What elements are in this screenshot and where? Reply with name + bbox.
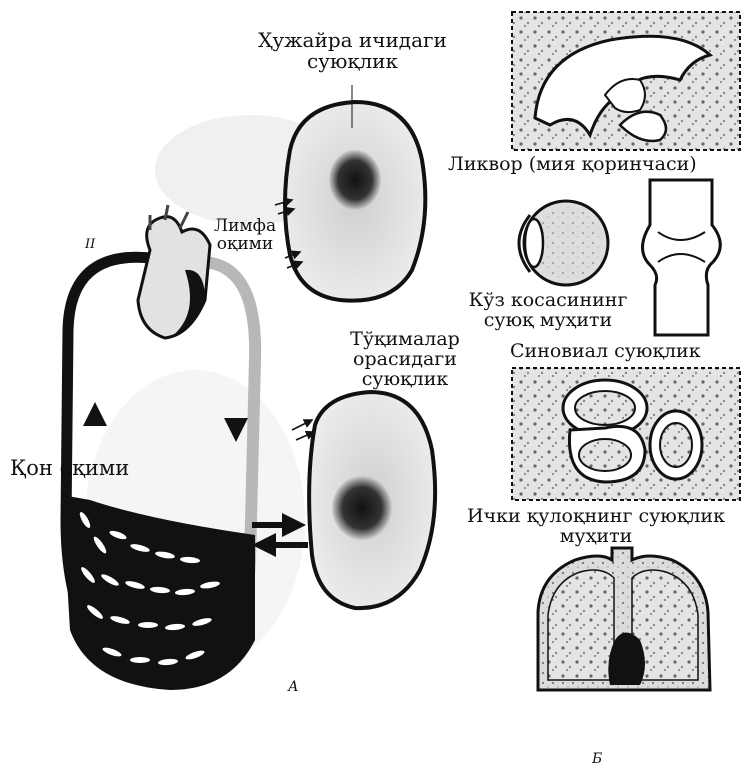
panel-a-label: А <box>288 680 299 695</box>
liquor-label: Ликвор (мия қоринчаси) <box>448 155 697 175</box>
blood-flow-label: Қон оқими <box>10 457 129 479</box>
heart <box>138 205 210 338</box>
interstitial-label-line2: орасидаги <box>335 350 475 370</box>
inner-ear-panel <box>512 368 740 500</box>
eye-figure <box>519 201 608 285</box>
intracellular-label-line2: суюқлик <box>250 51 455 72</box>
eye-fluid-label-line1: Кўз косасининг <box>448 291 648 311</box>
interstitial-label-line3: суюқлик <box>335 370 475 390</box>
eye-fluid-label-line2: суюқ муҳити <box>448 311 648 331</box>
interstitial-label-line1: Тўқималар <box>335 330 475 350</box>
inner-ear-label-line1: Ички қулоқнинг суюқлик <box>440 507 752 527</box>
interstitial-arrows <box>292 420 314 440</box>
lymph-flow-label-line2: оқими <box>205 236 285 254</box>
synovial-joint-figure <box>643 180 721 335</box>
synovial-label: Синовиал суюқлик <box>510 342 701 362</box>
inner-ear-label-line2: муҳити <box>440 527 752 547</box>
brain-ventricle-panel <box>512 12 740 150</box>
thorax-figure <box>538 548 710 690</box>
panel-b-label: Б <box>592 752 602 767</box>
roman-numeral-label: II <box>85 238 95 252</box>
upper-cell <box>275 85 425 301</box>
intracellular-label-line1: Ҳужайра ичидаги <box>250 30 455 51</box>
